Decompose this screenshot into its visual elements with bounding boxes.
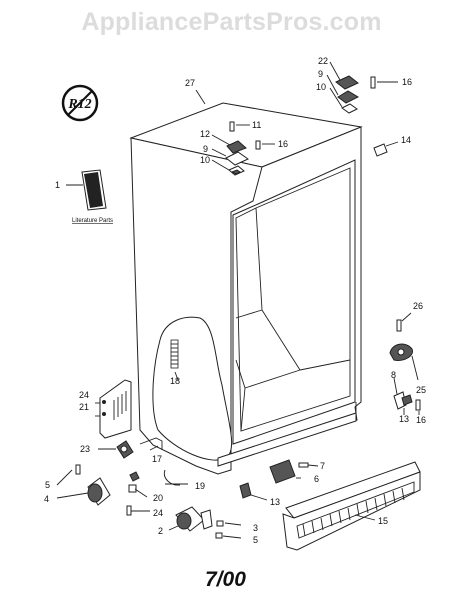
callout-22: 22: [318, 56, 328, 66]
callout-7: 7: [320, 461, 325, 471]
callout-23: 23: [80, 444, 90, 454]
callout-26: 26: [413, 301, 423, 311]
callout-13-bottom: 13: [270, 497, 280, 507]
leveling-leg-13: [239, 482, 252, 499]
callout-18: 18: [170, 376, 180, 386]
right-bottom-hinge: [389, 319, 421, 411]
callout-4: 4: [44, 494, 49, 504]
literature-label: Literature Parts: [72, 218, 113, 224]
callout-16-lower: 16: [416, 415, 426, 425]
cabinet-body: [129, 102, 363, 475]
callout-12: 12: [200, 129, 210, 139]
literature-parts-booklet: Literature Parts: [66, 169, 113, 224]
callout-1: 1: [55, 180, 60, 190]
callout-numbers: 27 11 12 9 10 16 22 9 10 16 14 1 26 18 2…: [44, 56, 426, 545]
callout-10-center: 10: [200, 155, 210, 165]
callout-17: 17: [152, 454, 162, 464]
callout-9-center: 9: [203, 144, 208, 154]
callout-24-left: 24: [79, 390, 89, 400]
callout-5-left: 5: [45, 480, 50, 490]
callout-5-bottom: 5: [253, 535, 258, 545]
callout-8: 8: [391, 370, 396, 380]
front-roller-left: [75, 464, 111, 506]
callout-10-right: 10: [316, 82, 326, 92]
callout-2: 2: [158, 526, 163, 536]
logo-text: R12: [67, 97, 91, 112]
callout-9-right: 9: [318, 69, 323, 79]
callout-25: 25: [416, 385, 426, 395]
callout-11: 11: [252, 120, 261, 130]
callout-16-center: 16: [278, 139, 288, 149]
callout-20: 20: [153, 493, 163, 503]
drain-tube: [170, 339, 179, 369]
leader-lines: [56, 61, 420, 539]
callout-16-right: 16: [402, 77, 412, 87]
date-code: 7/00: [205, 568, 246, 591]
hinge-bracket-6: [269, 459, 309, 484]
top-hinge-right: [335, 75, 388, 157]
left-rear-bracket: [99, 379, 132, 439]
water-tube: [139, 437, 181, 486]
leveling-leg-23: [116, 440, 134, 459]
small-parts-bottom-left: [126, 471, 140, 516]
callout-21: 21: [79, 402, 89, 412]
base-grille: [282, 461, 421, 551]
watermark: AppliancePartsPros.com: [81, 8, 382, 36]
top-hinge-center: [225, 121, 261, 176]
callout-24-bottom: 24: [153, 508, 163, 518]
callout-14: 14: [401, 135, 411, 145]
callout-19: 19: [195, 481, 205, 491]
callout-6: 6: [314, 474, 319, 484]
callout-27: 27: [185, 78, 195, 88]
callout-13-right: 13: [399, 414, 409, 424]
callout-15: 15: [378, 516, 388, 526]
front-roller-right: [175, 506, 224, 539]
r12-logo: R12: [61, 84, 99, 122]
callout-3: 3: [253, 523, 258, 533]
